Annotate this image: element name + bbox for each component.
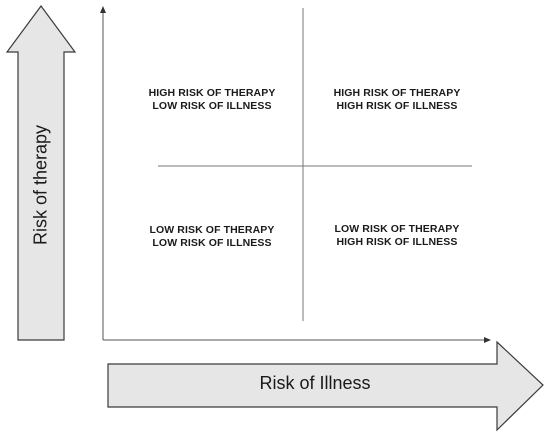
y-axis-big-arrow bbox=[5, 4, 77, 341]
quadrant-bottom-right-label: LOW RISK OF THERAPY HIGH RISK OF ILLNESS bbox=[334, 223, 460, 248]
quadrant-bottom-left-label: LOW RISK OF THERAPY LOW RISK OF ILLNESS bbox=[149, 224, 275, 249]
quadrant-top-right-label: HIGH RISK OF THERAPY HIGH RISK OF ILLNES… bbox=[333, 87, 461, 112]
x-axis-big-arrow bbox=[107, 340, 544, 432]
x-axis-label: Risk of Illness bbox=[259, 373, 371, 393]
y-axis-arrowhead bbox=[100, 6, 106, 13]
x-axis-arrowhead bbox=[484, 337, 491, 343]
quadrant-top-left-label: HIGH RISK OF THERAPY LOW RISK OF ILLNESS bbox=[148, 87, 276, 112]
